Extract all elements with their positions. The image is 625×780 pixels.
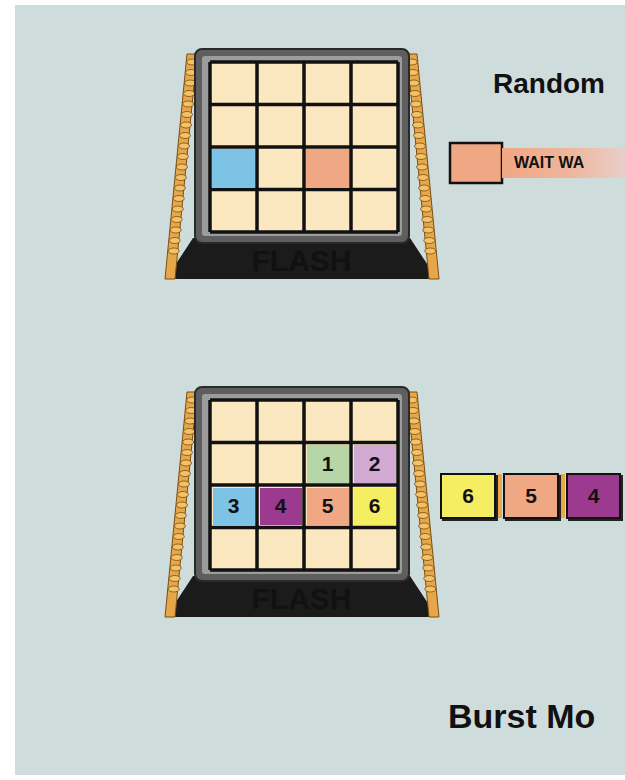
callout-number: 5 xyxy=(322,494,334,518)
data-word: 5 xyxy=(503,473,559,519)
wait-text: WAIT WA xyxy=(514,154,584,172)
mode-title: Random xyxy=(493,68,605,100)
callout-number: 5 xyxy=(525,484,537,508)
data-word: 4 xyxy=(566,473,621,519)
memory-cell: 2 xyxy=(354,445,396,483)
wait-band: WAIT WA xyxy=(502,148,625,178)
callout-number: 1 xyxy=(322,452,334,476)
callout-number: 4 xyxy=(588,484,600,508)
memory-cell: 6 xyxy=(354,488,396,526)
callout-number: 6 xyxy=(462,484,474,508)
chip-label: FLASH xyxy=(193,245,410,277)
callout-number: 3 xyxy=(228,494,240,518)
memory-cell: 4 xyxy=(260,488,302,526)
memory-cell: 5 xyxy=(307,488,349,526)
chip-label: FLASH xyxy=(193,583,410,615)
callout-number: 6 xyxy=(369,494,381,518)
flash-chip: FLASH xyxy=(193,50,410,248)
memory-cell: 1 xyxy=(307,445,349,483)
callout-number: 2 xyxy=(369,452,381,476)
flash-chip: FLASH123456 xyxy=(193,388,410,586)
mode-title: Burst Mo xyxy=(448,697,595,736)
callout-number: 4 xyxy=(275,494,287,518)
memory-cell: 3 xyxy=(213,488,255,526)
data-word: 6 xyxy=(440,473,496,519)
